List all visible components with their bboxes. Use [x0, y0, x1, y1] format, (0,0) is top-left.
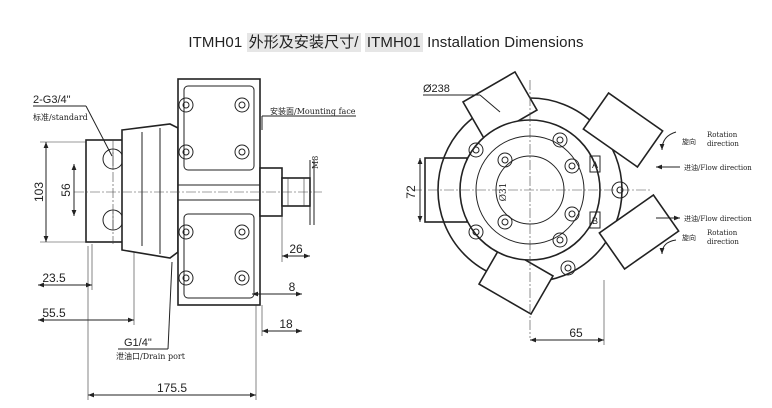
drain-port-size: G1/4" — [124, 337, 152, 349]
dim-8: 8 — [289, 280, 296, 294]
dim-65: 65 — [569, 326, 583, 340]
title-suffix: Installation Dimensions — [427, 34, 584, 51]
dim-26: 26 — [289, 242, 303, 256]
rotation-cn-top: 旋向 — [682, 137, 696, 146]
dim-23-5: 23.5 — [42, 271, 66, 285]
drain-port-label: 泄油口/Drain port — [116, 351, 186, 361]
title-highlight-cn: 外形及安装尺寸/ — [246, 33, 361, 52]
dim-55-5: 55.5 — [42, 306, 66, 320]
center-bore-label: Ø31 — [498, 183, 509, 202]
rotation-en-top-2: direction — [707, 140, 739, 148]
dim-175-5: 175.5 — [157, 381, 187, 395]
flow-label-top: 进油/Flow direction — [684, 163, 752, 172]
drawing-title: ITMH01 外形及安装尺寸/ ITMH01 Installation Dime… — [0, 31, 772, 52]
dim-103: 103 — [32, 182, 46, 202]
cylinder-3 — [598, 193, 680, 271]
diameter-label: Ø238 — [423, 83, 450, 95]
rotation-en-bottom-1: Rotation — [707, 229, 738, 237]
front-view: A B Ø31 Ø238 72 65 旋向 Rotation direction… — [404, 70, 752, 345]
title-highlight-en: ITMH01 — [364, 33, 423, 52]
dim-18: 18 — [279, 317, 293, 331]
flow-label-bottom: 进油/Flow direction — [684, 214, 752, 223]
rear-housing — [121, 123, 179, 259]
mounting-face-label: 安装面/Mounting face — [270, 106, 356, 116]
cylinder-2 — [582, 91, 664, 169]
rotation-cn-bottom: 旋向 — [682, 233, 696, 242]
port-a-label: A — [592, 160, 598, 170]
title-prefix: ITMH01 — [188, 34, 243, 51]
port-size-label: 2-G3/4" — [33, 94, 71, 106]
cylinder-4 — [477, 244, 555, 316]
port-b-label: B — [592, 216, 598, 226]
rotation-en-bottom-2: direction — [707, 238, 739, 246]
shaft-thread-label: M8 — [311, 156, 320, 169]
standard-label: 标准/standard — [33, 112, 88, 122]
side-view: 2-G3/4" 标准/standard 安装面/Mounting face M8… — [32, 78, 356, 400]
dim-56: 56 — [59, 183, 73, 197]
dim-72: 72 — [404, 185, 418, 199]
rotation-en-top-1: Rotation — [707, 131, 738, 139]
